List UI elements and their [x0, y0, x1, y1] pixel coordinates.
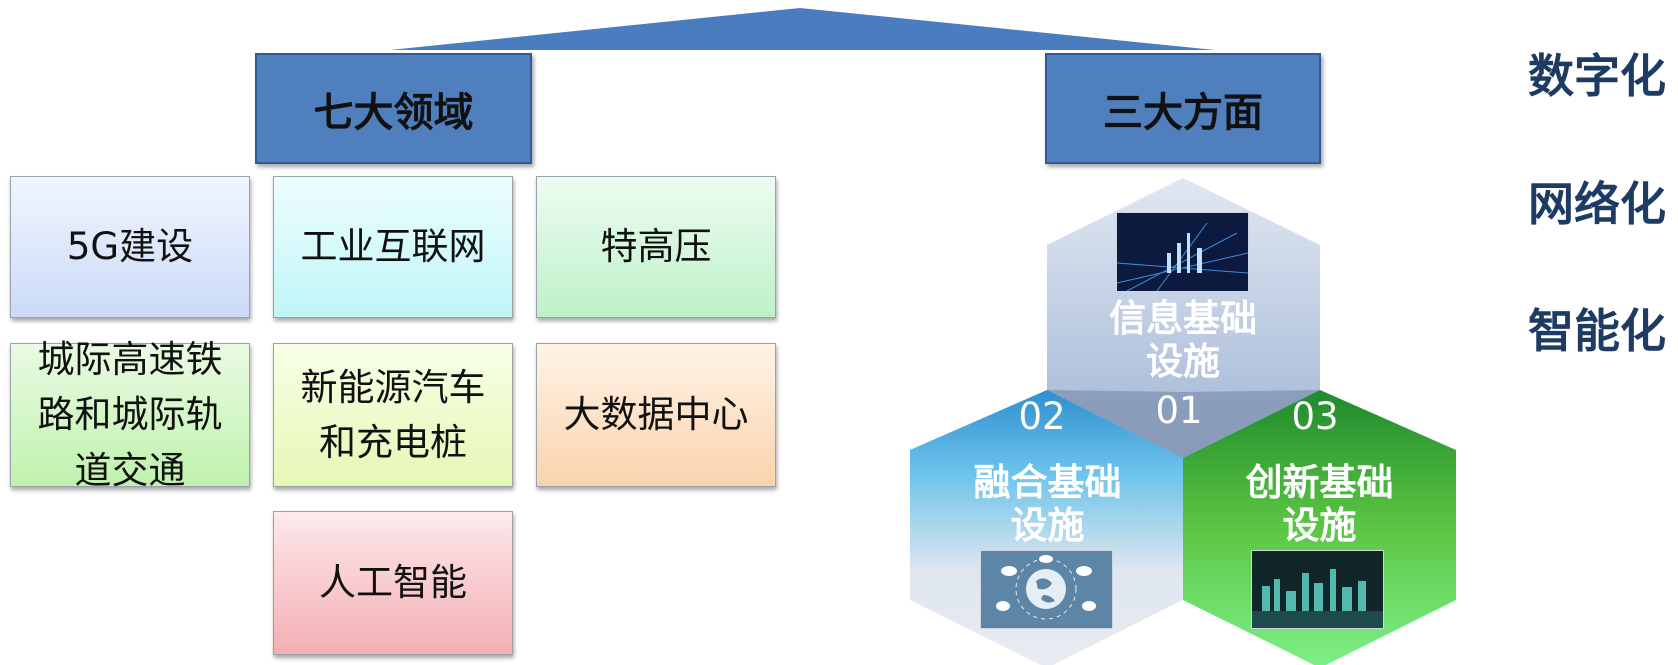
tile-5g: 5G建设 — [10, 176, 250, 318]
tile-5g-text: 5G建设 — [67, 219, 193, 275]
keyword-networking: 网络化 — [1528, 177, 1666, 231]
tile-ev-charging: 新能源汽车和充电桩 — [273, 343, 513, 487]
left-header: 七大领域 — [255, 53, 532, 164]
tile-intercity-rail: 城际高速铁路和城际轨道交通 — [10, 338, 250, 492]
aspect-01-line-2: 设施 — [1146, 339, 1220, 383]
tile-industrial-internet-text: 工业互联网 — [301, 219, 486, 275]
tile-big-data-center-text: 大数据中心 — [564, 387, 749, 443]
tile-ev-charging-text: 新能源汽车和充电桩 — [301, 360, 486, 471]
aspect-02-shape — [910, 390, 1183, 665]
tile-ev-charging-line: 新能源汽车 — [300, 365, 486, 409]
aspect-03-line-2: 设施 — [1282, 503, 1357, 547]
tile-intercity-rail-line: 城际高速铁 — [37, 337, 223, 381]
tile-intercity-rail-line: 道交通 — [74, 448, 186, 492]
keyword-digitalization: 数字化 — [1528, 49, 1666, 103]
aspect-02-number: 02 — [1018, 395, 1066, 438]
aspect-01-number: 01 — [1155, 389, 1203, 432]
aspect-01-label: 信息基础 设施 — [1108, 297, 1258, 383]
aspect-03-label: 创新基础 设施 — [1242, 461, 1397, 547]
aspect-01-line-1: 信息基础 — [1109, 297, 1257, 340]
roof-connector — [390, 8, 1215, 50]
aspect-03-line-1: 创新基础 — [1245, 461, 1394, 504]
tile-uhv-text: 特高压 — [601, 219, 712, 275]
tile-ai: 人工智能 — [273, 511, 513, 655]
tile-big-data-center: 大数据中心 — [536, 343, 776, 487]
tile-5g-line: 5G建设 — [66, 225, 194, 269]
tile-uhv: 特高压 — [536, 176, 776, 318]
tile-big-data-center-line: 大数据中心 — [563, 393, 749, 437]
tile-intercity-rail-line: 路和城际轨 — [37, 393, 223, 437]
right-header: 三大方面 — [1045, 53, 1321, 164]
aspect-02-line-2: 设施 — [1010, 503, 1085, 547]
tile-industrial-internet-line: 工业互联网 — [300, 225, 486, 269]
tile-ai-line: 人工智能 — [319, 561, 467, 605]
tile-industrial-internet: 工业互联网 — [273, 176, 513, 318]
globe-cloud-network-icon — [980, 550, 1113, 629]
keyword-intelligence: 智能化 — [1528, 304, 1666, 358]
aspect-02-label: 融合基础 设施 — [970, 461, 1125, 547]
tile-intercity-rail-text: 城际高速铁路和城际轨道交通 — [38, 332, 223, 499]
center-band — [1047, 390, 1320, 458]
tile-uhv-line: 特高压 — [600, 225, 712, 269]
city-network-photo — [1116, 212, 1249, 292]
tile-ev-charging-line: 和充电桩 — [319, 421, 467, 464]
aspect-03-number: 03 — [1291, 395, 1339, 438]
night-city-skyline-photo — [1251, 550, 1384, 629]
tile-ai-text: 人工智能 — [319, 555, 467, 611]
aspect-02-line-1: 融合基础 — [973, 461, 1122, 504]
